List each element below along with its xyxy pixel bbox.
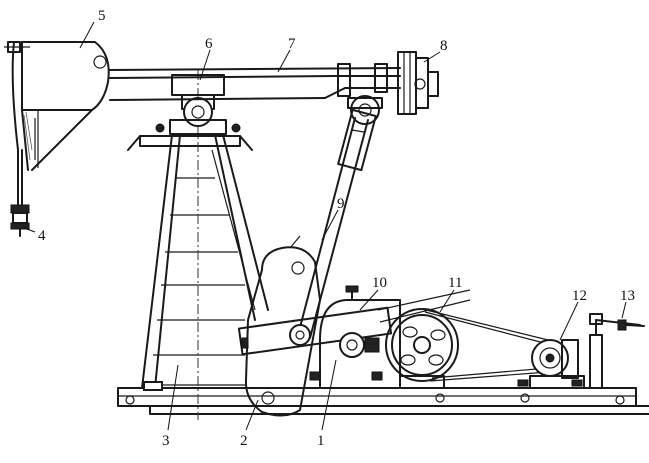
label-3: 3 bbox=[162, 433, 170, 449]
motor bbox=[517, 334, 603, 389]
walking-beam bbox=[109, 63, 401, 101]
center-bearing bbox=[155, 74, 241, 135]
label-7: 7 bbox=[288, 36, 296, 52]
label-12: 12 bbox=[572, 288, 587, 304]
label-9: 9 bbox=[337, 196, 345, 212]
label-1: 1 bbox=[317, 433, 325, 449]
hanger bbox=[10, 149, 30, 237]
crank-shaft bbox=[237, 306, 393, 358]
label-4: 4 bbox=[38, 228, 46, 244]
label-6: 6 bbox=[205, 36, 213, 52]
leader-lines bbox=[23, 21, 627, 431]
tail-bearing bbox=[397, 51, 439, 115]
label-11: 11 bbox=[448, 275, 462, 291]
label-8: 8 bbox=[440, 38, 448, 54]
label-13: 13 bbox=[620, 288, 635, 304]
label-5: 5 bbox=[98, 8, 106, 24]
equalizer-bearing bbox=[347, 95, 383, 125]
label-10: 10 bbox=[372, 275, 387, 291]
pitman bbox=[297, 108, 377, 339]
gear-reducer bbox=[309, 285, 471, 389]
label-2: 2 bbox=[240, 433, 248, 449]
brake-lever bbox=[589, 313, 645, 336]
crank bbox=[244, 235, 321, 417]
v-belts bbox=[421, 308, 549, 382]
horse-head bbox=[4, 41, 110, 171]
part-labels: 1 2 3 4 5 6 7 8 9 10 11 12 13 bbox=[38, 8, 635, 449]
samson-post bbox=[127, 70, 269, 420]
